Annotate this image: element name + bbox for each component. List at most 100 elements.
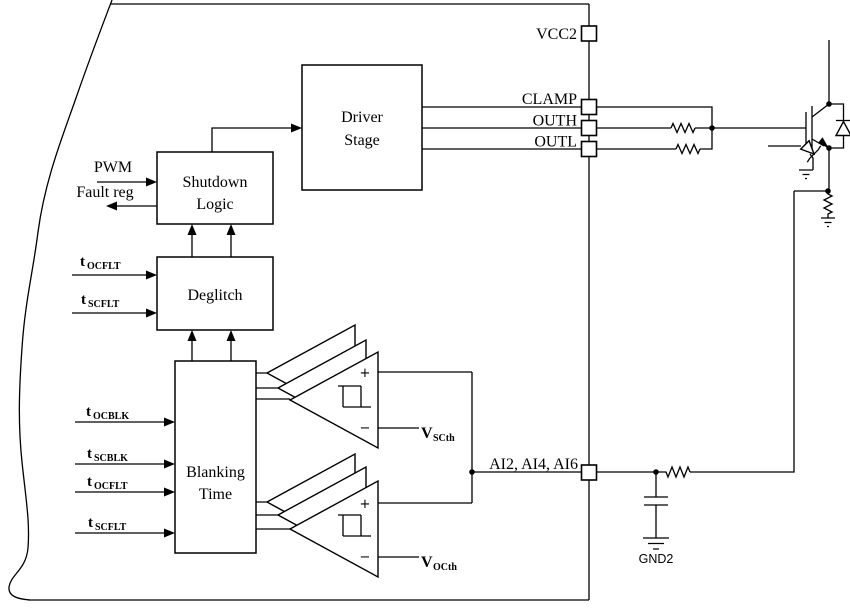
t-ocflt2-arrowhead [164, 487, 175, 497]
shutdown-to-driver-wire [211, 127, 293, 152]
sc-minus-label: − [360, 421, 371, 436]
internal-wiring [72, 106, 583, 558]
t-scflt-subscript: SCFLT [88, 299, 120, 310]
t-ocblk-arrowhead [164, 417, 175, 427]
parameter-labels: t OCFLT t SCFLT t OCBLK t SCBLK t OCFLT … [80, 254, 457, 573]
t-scflt-arrowhead [146, 308, 157, 318]
driver-stage-block [301, 64, 423, 191]
junction-dot [826, 101, 832, 107]
driver-output-wires [422, 106, 583, 150]
comparator-plus-bus [378, 371, 583, 504]
blanking-to-deglitch-wires [191, 339, 232, 361]
gnd2-label: GND2 [639, 552, 674, 566]
tvs-triangle [799, 139, 816, 156]
junction-dot [825, 188, 831, 194]
sc-comparator [265, 323, 379, 450]
deglitch-label: Deglitch [187, 287, 242, 304]
shutdown-to-driver-arrowhead [291, 123, 302, 133]
outl-pin-label: OUTL [534, 134, 577, 151]
junction-dot [826, 145, 832, 151]
sc-comparator-front [288, 350, 379, 450]
outl-gate-resistor [675, 142, 701, 156]
deglitch-block [156, 256, 274, 331]
diode-branch-wire [829, 103, 845, 149]
shutdown-logic-label-2: Logic [196, 196, 233, 213]
t-ocflt-label: t [80, 254, 85, 270]
clamp-pin-label: CLAMP [522, 91, 577, 108]
comparator-output-stubs [256, 372, 290, 530]
blanking-time-block [174, 360, 257, 554]
t-ocflt-arrowhead [146, 270, 157, 280]
outl-wire [596, 128, 713, 150]
v-octh-subscript: OCth [433, 562, 457, 573]
hysteresis-icon [338, 385, 371, 408]
junction-dot [709, 125, 715, 131]
fault-reg-label: Fault reg [76, 184, 133, 201]
pin-labels: VCC2 CLAMP OUTH OUTL AI2, AI4, AI6 GND2 [489, 26, 673, 566]
igbt-emitter-arrow [818, 137, 829, 149]
sense-return-wire [690, 191, 795, 473]
pwm-label: PWM [94, 159, 132, 176]
v-scth-subscript: SCth [433, 433, 455, 444]
deglitch-arrowhead-right [226, 224, 236, 235]
outl-pin [580, 140, 598, 158]
sc-plus-label: + [360, 366, 371, 381]
clamp-wire [596, 106, 713, 128]
tvs-ground-stem [799, 153, 814, 180]
deglitch-arrowhead-left [187, 224, 197, 235]
oc-comparator [265, 452, 379, 579]
t-scflt-label: t [81, 292, 86, 308]
junction-dot [469, 469, 475, 475]
driver-stage-label-2: Stage [344, 132, 380, 149]
tvs-cathode-bar [806, 145, 822, 163]
t-scblk-arrowhead [164, 459, 175, 469]
hysteresis-icon [338, 514, 371, 537]
emitter-sense-network [596, 190, 835, 479]
shutdown-logic-block [156, 151, 274, 225]
outh-pin [580, 119, 598, 137]
shunt-resistor [822, 191, 834, 218]
outh-pin-label: OUTH [533, 113, 578, 130]
shutdown-logic-label-1: Shutdown [183, 174, 248, 191]
ic-torn-edge [8, 0, 113, 601]
external-circuit [596, 40, 850, 550]
outh-gate-resistor [670, 121, 696, 135]
freewheel-diode [829, 103, 850, 149]
blanking-time-label-2: Time [199, 486, 232, 503]
ai-pin [580, 464, 598, 481]
clamp-pin [580, 98, 598, 116]
gate-clamp-tvs [768, 139, 822, 180]
igbt [805, 40, 830, 191]
vcc2-pin [580, 25, 598, 42]
blanking-arrowhead-left [187, 330, 197, 341]
t-scflt2-label: t [88, 515, 93, 531]
t-ocflt-subscript: OCFLT [87, 261, 121, 272]
diode-triangle [834, 120, 850, 137]
gnd2-ground-icon [643, 537, 669, 550]
vcc2-pin-label: VCC2 [536, 26, 577, 43]
oc-plus-label: + [360, 497, 371, 512]
v-octh-label: V [421, 554, 433, 571]
filter-capacitor [643, 472, 669, 550]
driver-stage-label-1: Driver [341, 109, 383, 126]
blanking-time-label-1: Blanking [186, 464, 245, 481]
t-scflt2-arrowhead [164, 528, 175, 538]
signal-labels: PWM Fault reg [76, 159, 133, 201]
junction-dot [653, 469, 659, 475]
oc-comparator-front [288, 479, 379, 579]
t-scflt2-subscript: SCFLT [95, 522, 127, 533]
pwm-arrowhead [146, 177, 157, 187]
comparator-polarity-labels: + − + − [360, 366, 371, 565]
t-ocflt2-label: t [87, 474, 92, 490]
oc-minus-label: − [360, 550, 371, 565]
shunt-ground-icon [821, 217, 835, 228]
igbt-collector-lead [811, 103, 830, 118]
t-ocblk-subscript: OCBLK [93, 411, 129, 422]
sense-filter-resistor [656, 465, 691, 479]
t-scblk-subscript: SCBLK [94, 453, 128, 464]
t-scblk-label: t [87, 446, 92, 462]
fault-reg-arrowhead [106, 201, 117, 211]
t-ocblk-label: t [86, 404, 91, 420]
